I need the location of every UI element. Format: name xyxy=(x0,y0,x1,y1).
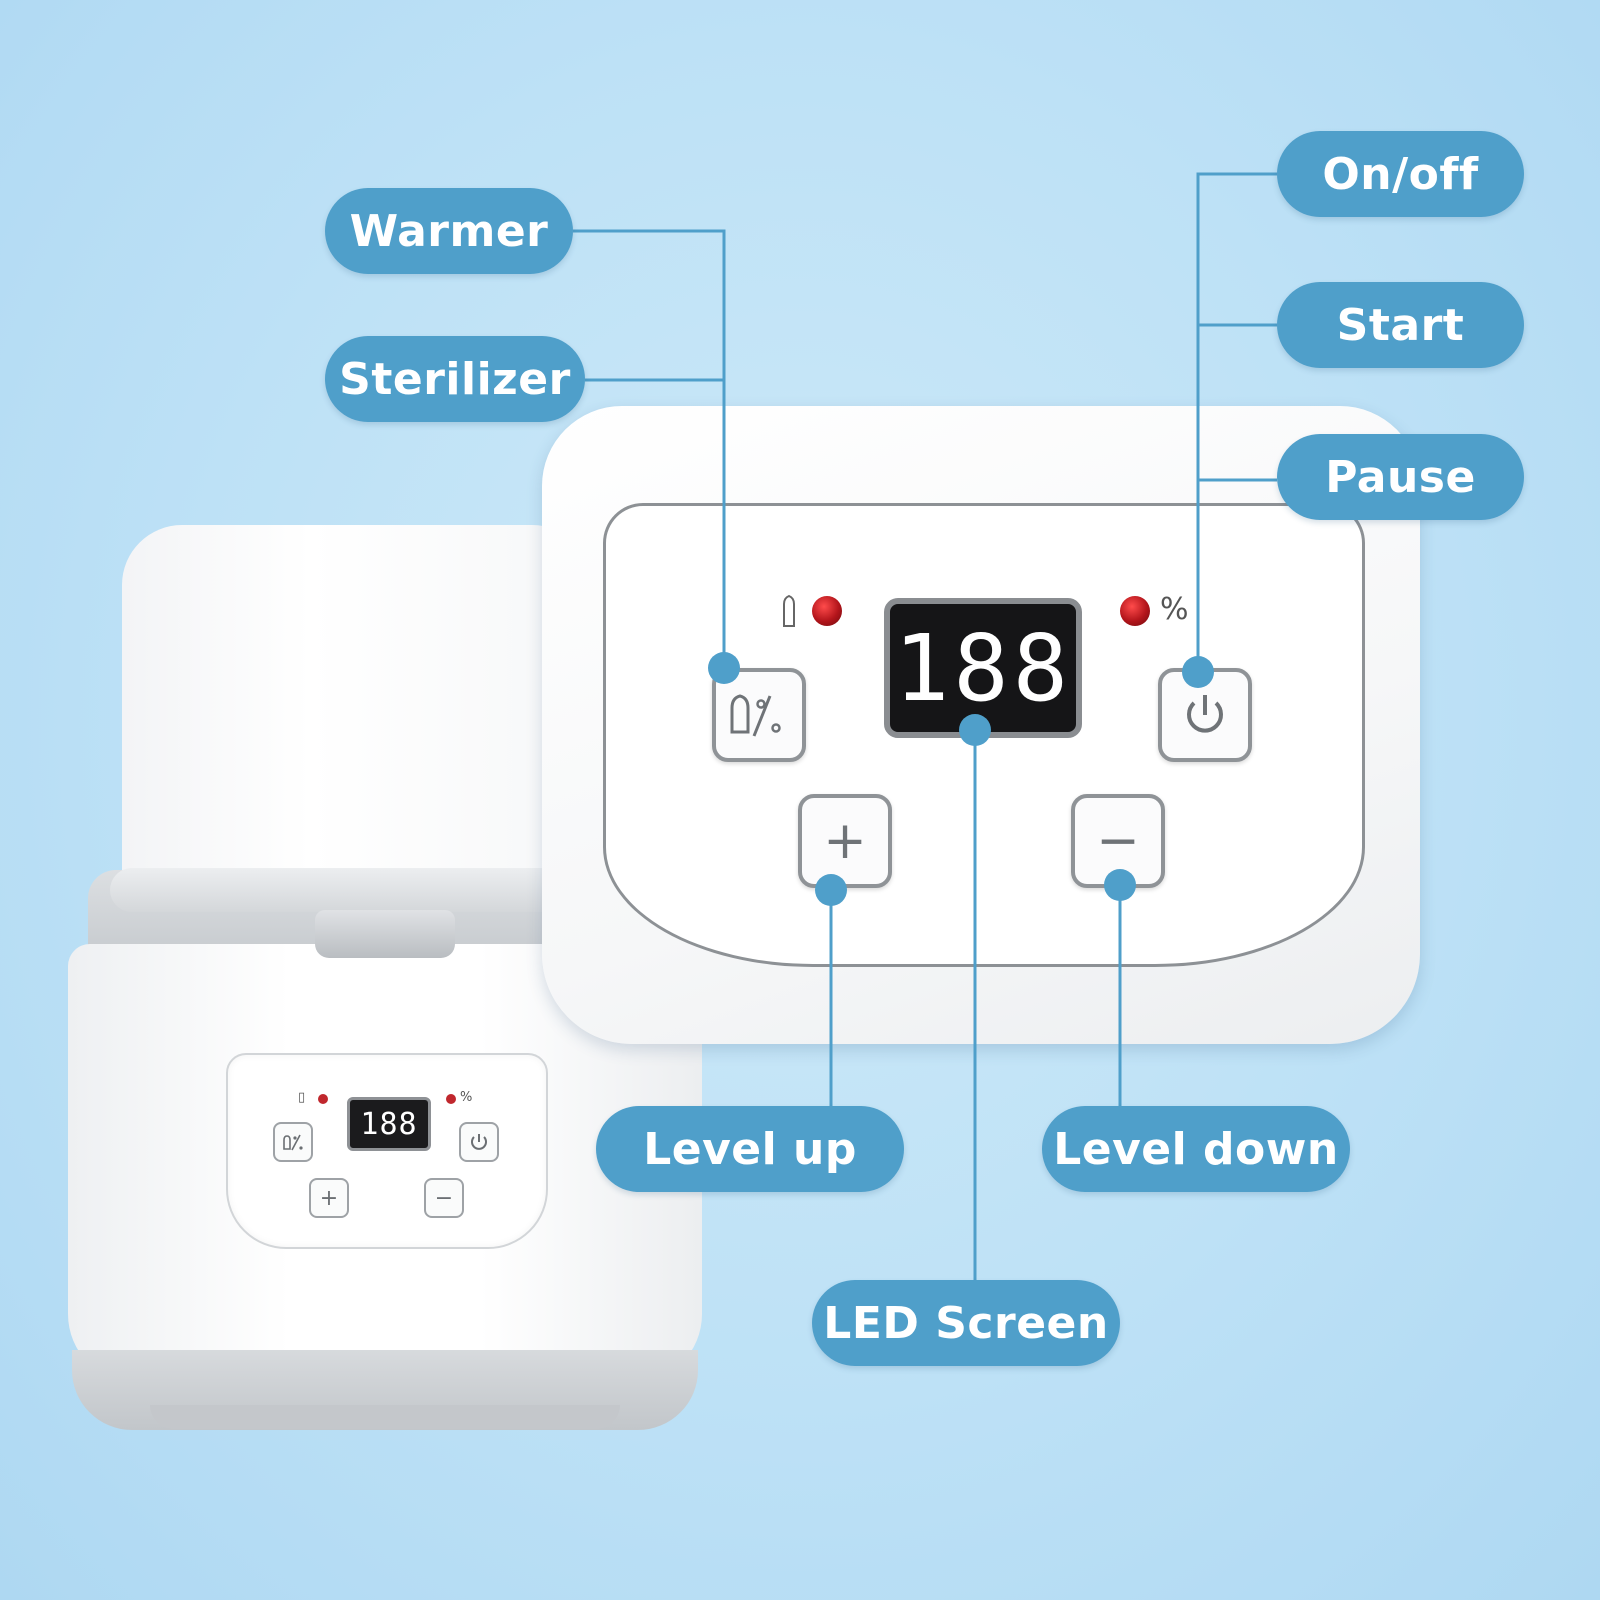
mini-plus-button[interactable]: + xyxy=(309,1178,349,1218)
bottle-indicator-icon xyxy=(778,592,800,632)
callout-level-up: Level up xyxy=(596,1106,904,1192)
mini-led-screen: 188 xyxy=(347,1097,431,1151)
mini-bottle-icon: ▯ xyxy=(298,1090,306,1105)
bottle-icon xyxy=(783,594,795,627)
onoff-anchor-dot xyxy=(1182,656,1214,688)
device-foot xyxy=(150,1405,620,1429)
power-icon xyxy=(1187,695,1223,733)
mini-power-icon xyxy=(471,1134,487,1150)
callout-led-screen: LED Screen xyxy=(812,1280,1120,1366)
mini-percent-icon: % xyxy=(460,1090,473,1105)
led-anchor-dot xyxy=(959,714,991,746)
warmer-anchor-dot xyxy=(708,652,740,684)
callout-pause: Pause xyxy=(1277,434,1524,520)
callout-onoff: On/off xyxy=(1277,131,1524,217)
level-up-button[interactable]: + xyxy=(798,794,892,888)
callout-warmer: Warmer xyxy=(325,188,573,274)
mode-button[interactable] xyxy=(712,668,806,762)
mini-indicator-left xyxy=(318,1094,328,1104)
percent-indicator-icon: % xyxy=(1160,592,1189,627)
onoff-leader xyxy=(1196,172,1277,672)
device-handle xyxy=(315,910,455,958)
warmer-indicator-led xyxy=(812,596,842,626)
callout-level-down: Level down xyxy=(1042,1106,1350,1192)
callout-sterilizer: Sterilizer xyxy=(325,336,585,422)
mini-mode-button[interactable] xyxy=(273,1122,313,1162)
callout-start: Start xyxy=(1277,282,1524,368)
mini-power-button[interactable] xyxy=(459,1122,499,1162)
mini-indicator-right xyxy=(446,1094,456,1104)
minus-icon: − xyxy=(1096,811,1140,871)
warmer-leader xyxy=(573,229,726,668)
led-screen: 188 xyxy=(884,598,1082,738)
level-down-anchor-dot xyxy=(1104,869,1136,901)
sterilizer-indicator-led xyxy=(1120,596,1150,626)
plus-icon: + xyxy=(823,811,867,871)
mini-minus-button[interactable]: − xyxy=(424,1178,464,1218)
bottle-percent-icon xyxy=(730,694,781,737)
level-up-anchor-dot xyxy=(815,874,847,906)
mini-bottle-percent-icon xyxy=(283,1134,303,1151)
device-lid xyxy=(122,525,592,905)
